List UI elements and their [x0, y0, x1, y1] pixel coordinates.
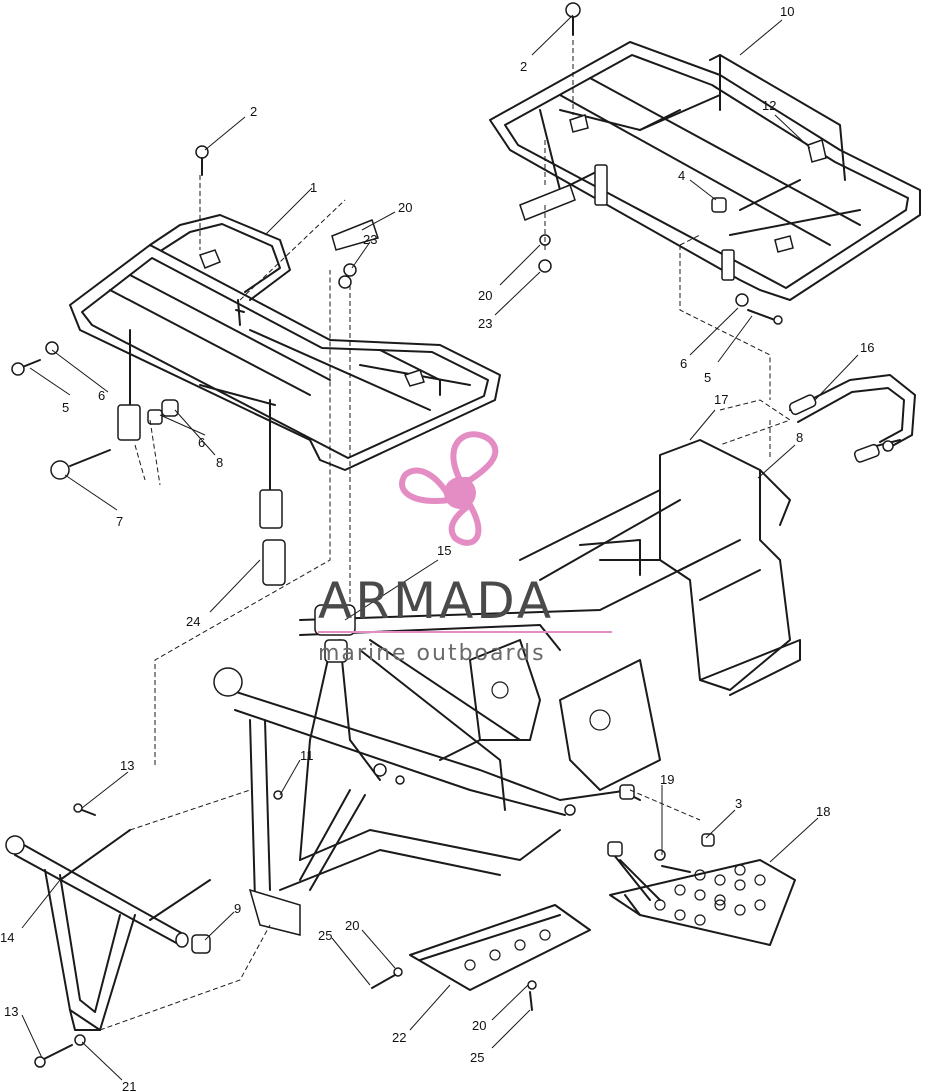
- callout-15: 15: [437, 543, 451, 558]
- callout-17: 17: [714, 392, 728, 407]
- callout-2: 2: [250, 104, 257, 119]
- callout-22: 22: [392, 1030, 406, 1045]
- callout-25: 25: [318, 928, 332, 943]
- callout-2: 2: [520, 59, 527, 74]
- callout-6: 6: [98, 388, 105, 403]
- skid-plate: [371, 904, 591, 1011]
- callout-19: 19: [660, 772, 674, 787]
- callout-8: 8: [796, 430, 803, 445]
- front-rack-hardware: [11, 145, 379, 480]
- assembly-lines: [99, 40, 792, 1031]
- callout-9: 9: [234, 901, 241, 916]
- grab-bar: [788, 374, 916, 463]
- callout-7: 7: [116, 514, 123, 529]
- watermark-tagline: marine outboards: [318, 641, 546, 666]
- callout-21: 21: [122, 1079, 136, 1092]
- callout-20: 20: [398, 200, 412, 215]
- watermark-brand: ARMADA: [318, 572, 554, 630]
- callout-5: 5: [62, 400, 69, 415]
- footrest: [607, 833, 796, 946]
- main-frame: [213, 439, 801, 936]
- callout-14: 14: [0, 930, 14, 945]
- callout-24: 24: [186, 614, 200, 629]
- callout-20: 20: [472, 1018, 486, 1033]
- callout-10: 10: [780, 4, 794, 19]
- rear-rack-hardware: [519, 2, 783, 325]
- callout-13: 13: [120, 758, 134, 773]
- callout-18: 18: [816, 804, 830, 819]
- callout-23: 23: [363, 232, 377, 247]
- callout-labels: 2 1 20 23 5 6 6 8 7 24 2 10 12 4 20 23 6…: [0, 4, 874, 1092]
- callout-20: 20: [345, 918, 359, 933]
- callout-3: 3: [735, 796, 742, 811]
- callout-11: 11: [300, 748, 314, 763]
- callout-13: 13: [4, 1004, 18, 1019]
- callout-6: 6: [680, 356, 687, 371]
- callout-25: 25: [470, 1050, 484, 1065]
- front-rack: [69, 214, 501, 586]
- callout-8: 8: [216, 455, 223, 470]
- callout-23: 23: [478, 316, 492, 331]
- watermark: ARMADA marine outboards: [318, 431, 612, 666]
- callout-16: 16: [860, 340, 874, 355]
- callout-4: 4: [678, 168, 685, 183]
- front-bumper: [5, 790, 283, 1068]
- rear-rack: [489, 41, 921, 301]
- callout-1: 1: [310, 180, 317, 195]
- callout-6: 6: [198, 435, 205, 450]
- callout-12: 12: [762, 98, 776, 113]
- leader-lines: [21, 14, 859, 1081]
- propeller-logo-icon: [399, 431, 499, 546]
- callout-20: 20: [478, 288, 492, 303]
- callout-5: 5: [704, 370, 711, 385]
